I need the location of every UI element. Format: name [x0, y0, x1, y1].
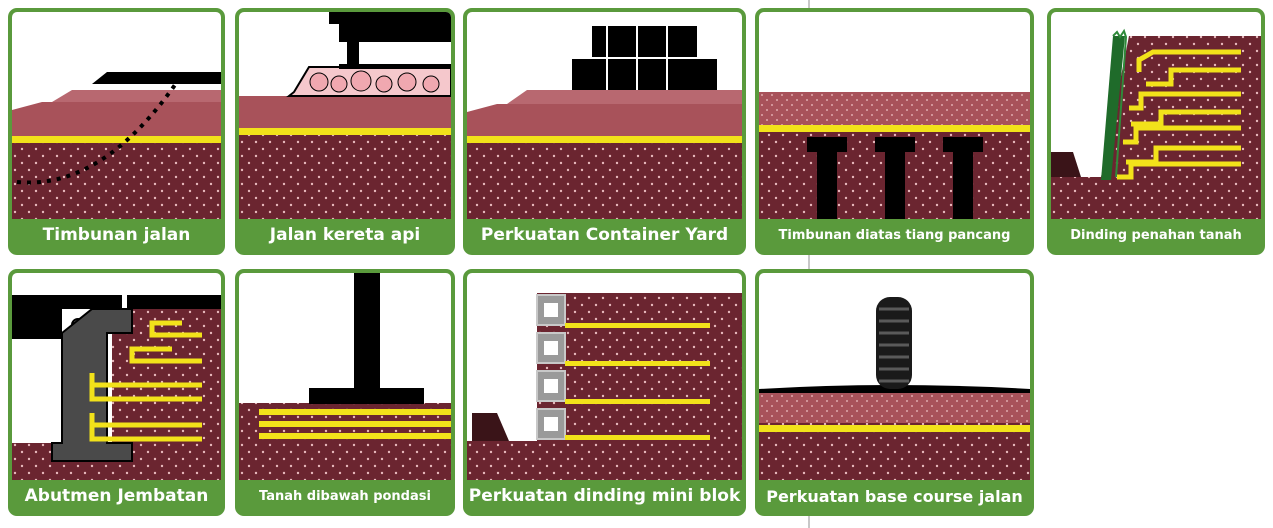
tile-abutmen-jembatan[interactable]: Abutmen Jembatan — [8, 269, 225, 516]
tile-label: Abutmen Jembatan — [24, 486, 209, 506]
tile-dinding-penahan-tanah[interactable]: Dinding penahan tanah — [1047, 8, 1265, 255]
tile-label: Timbunan jalan — [42, 225, 191, 245]
timbunan-jalan-illustration — [12, 12, 221, 219]
tiang-pancang-illustration — [759, 12, 1030, 219]
abutmen-jembatan-illustration — [12, 273, 221, 480]
tile-timbunan-diatas-tiang-pancang[interactable]: Timbunan diatas tiang pancang — [755, 8, 1034, 255]
tile-jalan-kereta-api[interactable]: Jalan kereta api — [235, 8, 455, 255]
jalan-kereta-api-illustration — [239, 12, 451, 219]
tile-label: Perkuatan Container Yard — [480, 225, 729, 245]
tile-label: Dinding penahan tanah — [1070, 227, 1242, 243]
dinding-penahan-illustration — [1051, 12, 1261, 219]
tile-label: Jalan kereta api — [269, 225, 421, 245]
tile-label: Perkuatan base course jalan — [766, 486, 1023, 506]
tile-label: Timbunan diatas tiang pancang — [778, 227, 1011, 243]
tile-perkuatan-container-yard[interactable]: Perkuatan Container Yard — [463, 8, 746, 255]
mini-blok-illustration — [467, 273, 742, 480]
container-yard-illustration — [467, 12, 742, 219]
tile-tanah-dibawah-pondasi[interactable]: Tanah dibawah pondasi — [235, 269, 455, 516]
page-divider — [808, 0, 810, 528]
pondasi-illustration — [239, 273, 451, 480]
base-course-illustration — [759, 273, 1030, 480]
tile-label: Tanah dibawah pondasi — [259, 488, 431, 504]
tile-label: Perkuatan dinding mini blok — [468, 486, 741, 506]
tile-perkuatan-dinding-mini-blok[interactable]: Perkuatan dinding mini blok — [463, 269, 746, 516]
tile-perkuatan-base-course-jalan[interactable]: Perkuatan base course jalan — [755, 269, 1034, 516]
tile-timbunan-jalan[interactable]: Timbunan jalan — [8, 8, 225, 255]
